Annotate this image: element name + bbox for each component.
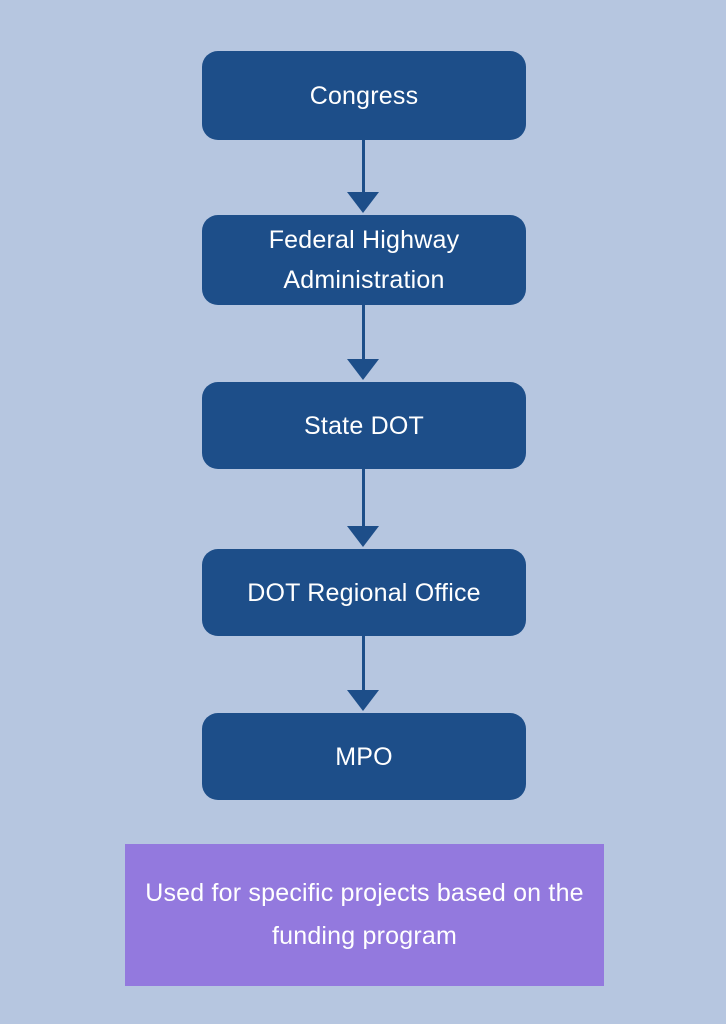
arrow-shaft [361,636,365,690]
flow-node-label: State DOT [304,411,424,440]
flow-node-congress: Congress [202,51,526,140]
down-arrow-connector-2 [347,305,379,380]
flow-node-dot-regional-office: DOT Regional Office [202,549,526,636]
arrow-head-icon [347,192,379,213]
flow-node-label: Congress [309,81,419,110]
flow-node-state-dot: State DOT [202,382,526,469]
down-arrow-connector-3 [347,469,379,547]
flow-node-fhwa: Federal Highway Administration [202,215,526,305]
arrow-head-icon [347,526,379,547]
flow-node-label: MPO [335,742,393,771]
flow-node-mpo: MPO [202,713,526,800]
down-arrow-connector-1 [347,140,379,213]
caption-text: Used for specific projects based on the … [145,879,584,950]
flow-node-label: Federal Highway Administration [268,226,460,294]
caption-box: Used for specific projects based on the … [125,844,604,986]
down-arrow-connector-4 [347,636,379,711]
arrow-head-icon [347,359,379,380]
arrow-shaft [361,140,365,192]
flow-node-label: DOT Regional Office [247,578,481,607]
arrow-shaft [361,469,365,526]
arrow-shaft [361,305,365,359]
arrow-head-icon [347,690,379,711]
